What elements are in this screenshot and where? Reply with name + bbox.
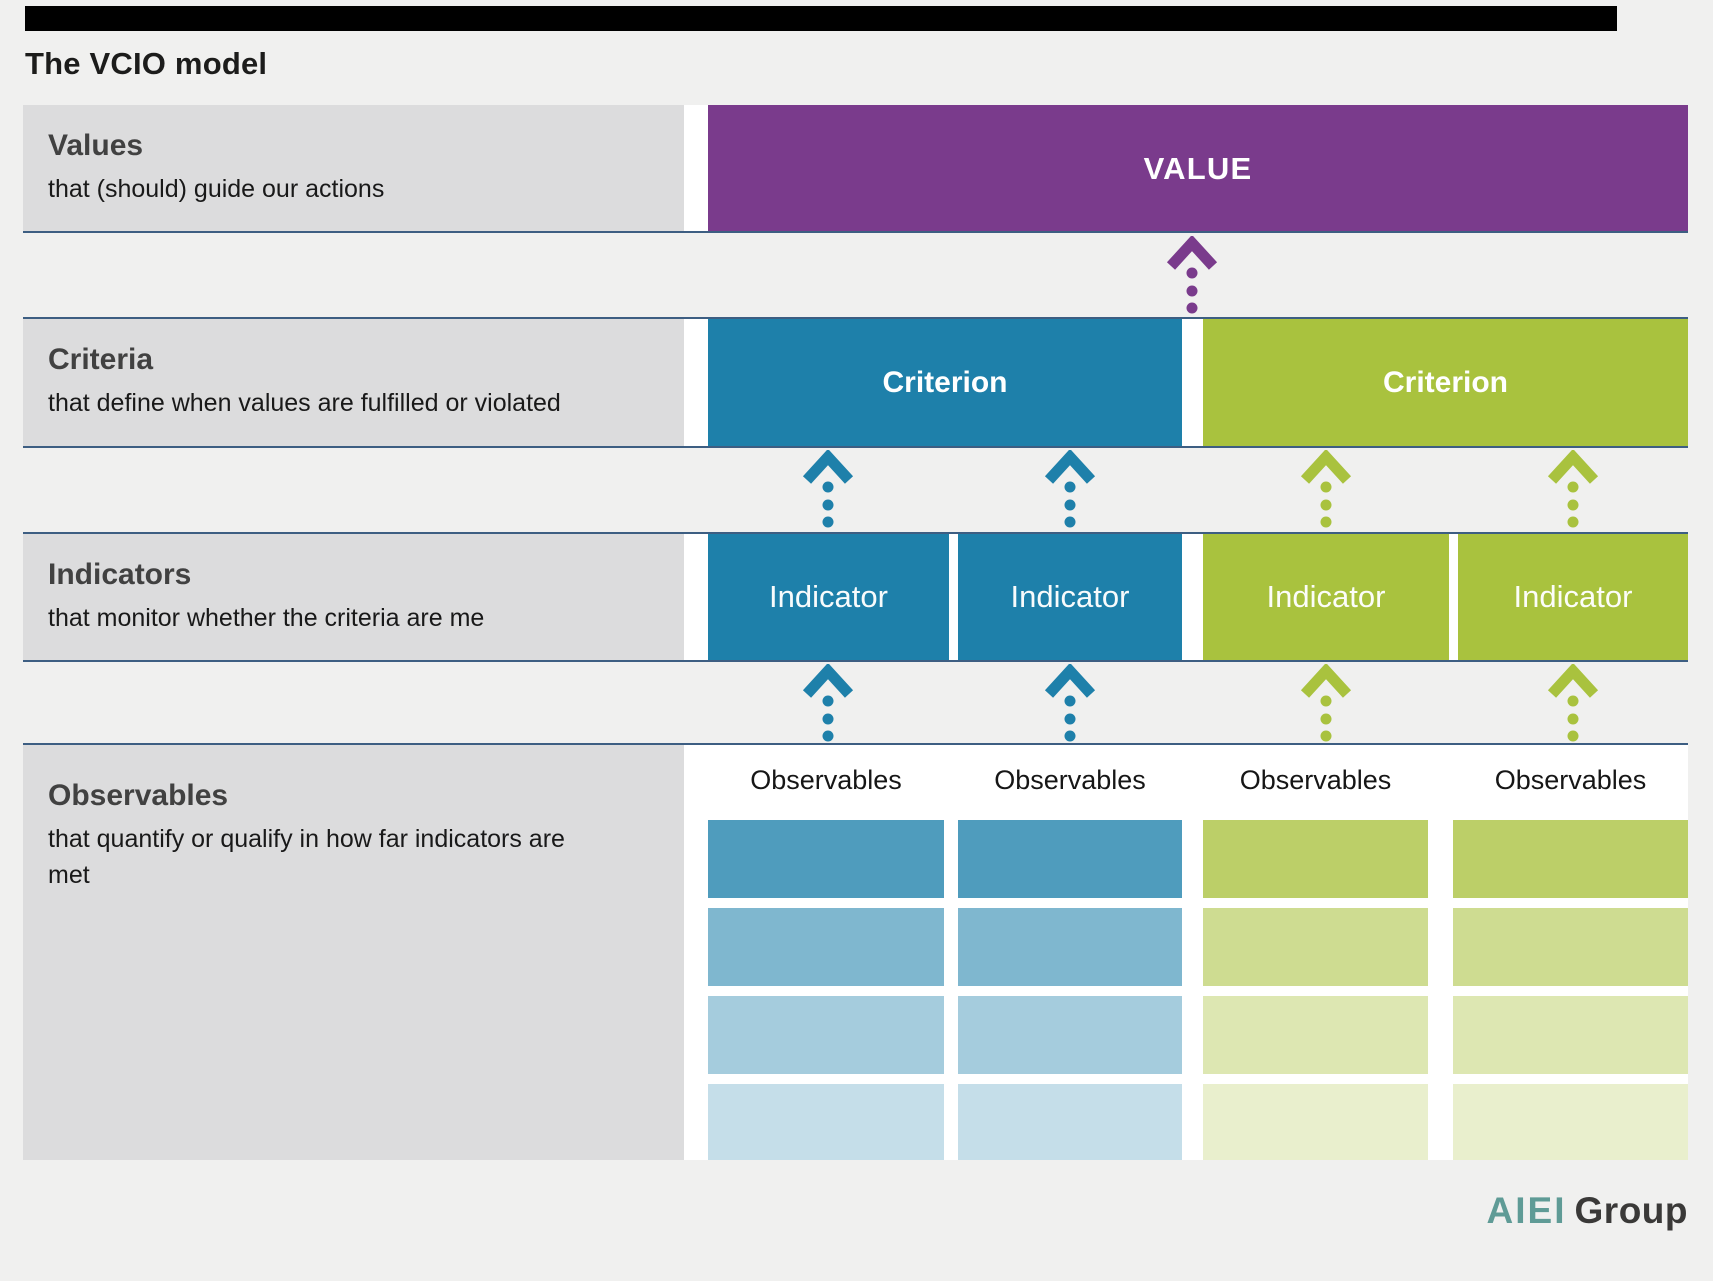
logo-brand-text: AIEI (1486, 1190, 1567, 1231)
logo-name-text: Group (1574, 1190, 1688, 1231)
observables-column-header: Observables (1494, 765, 1647, 795)
observable-cell (1203, 996, 1428, 1074)
observable-cell (958, 996, 1182, 1074)
observables-column-header: Observables (1239, 765, 1392, 795)
criterion-box: Criterion (708, 319, 1182, 446)
values-row-label: Values that (should) guide our actions (23, 105, 684, 232)
values-heading: Values (48, 129, 144, 163)
indicator-up-arrow-icon (1044, 664, 1096, 742)
separator-line (23, 743, 1688, 745)
value-up-arrow-icon (1166, 236, 1218, 314)
observable-cell (1453, 820, 1688, 898)
criterion-up-arrow-icon (1044, 450, 1096, 528)
indicators-row-label: Indicators that monitor whether the crit… (23, 534, 684, 660)
observable-cell (1453, 996, 1688, 1074)
criteria-row-label: Criteria that define when values are ful… (23, 319, 684, 446)
indicators-subtitle: that monitor whether the criteria are me (48, 603, 485, 632)
observables-column-header: Observables (994, 765, 1146, 795)
observable-cell (708, 996, 944, 1074)
indicator-up-arrow-icon (802, 664, 854, 742)
observables-subtitle: that quantify or qualify in how far indi… (48, 825, 565, 889)
criterion-up-arrow-icon (1300, 450, 1352, 528)
indicator-box: Indicator (1458, 534, 1688, 660)
separator-line (23, 660, 1688, 662)
observables-column-header: Observables (750, 765, 902, 795)
criterion-up-arrow-icon (802, 450, 854, 528)
values-subtitle: that (should) guide our actions (48, 175, 385, 204)
separator-line (23, 532, 1688, 534)
observable-cell (1453, 908, 1688, 986)
indicator-up-arrow-icon (1300, 664, 1352, 742)
observable-cell (708, 908, 944, 986)
page-title: The VCIO model (25, 46, 268, 81)
separator-line (23, 446, 1688, 448)
observable-cell (958, 820, 1182, 898)
indicator-up-arrow-icon (1547, 664, 1599, 742)
observables-heading: Observables (48, 779, 229, 812)
criteria-heading: Criteria (48, 343, 154, 377)
observable-cell (1203, 1084, 1428, 1160)
top-black-bar (25, 6, 1617, 31)
criterion-box: Criterion (1203, 319, 1688, 446)
criterion-up-arrow-icon (1547, 450, 1599, 528)
observables-row-label: Observables that quantify or qualify in … (23, 745, 684, 1160)
separator-line (23, 317, 1688, 319)
observable-cell (1203, 820, 1428, 898)
observable-cell (958, 1084, 1182, 1160)
indicator-box: Indicator (1203, 534, 1449, 660)
value-box: VALUE (708, 105, 1688, 232)
observable-cell (1203, 908, 1428, 986)
indicator-box: Indicator (958, 534, 1182, 660)
observable-cell (708, 1084, 944, 1160)
observable-cell (708, 820, 944, 898)
criteria-subtitle: that define when values are fulfilled or… (48, 389, 561, 418)
separator-line (23, 231, 1688, 233)
observable-cell (958, 908, 1182, 986)
indicator-box: Indicator (708, 534, 949, 660)
indicators-heading: Indicators (48, 557, 192, 591)
observable-cell (1453, 1084, 1688, 1160)
